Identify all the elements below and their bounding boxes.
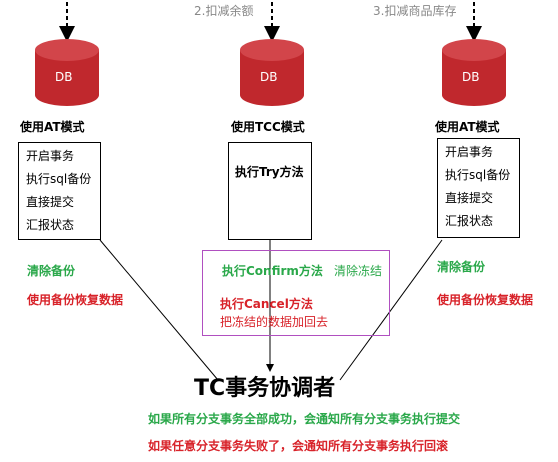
db-label-left: DB bbox=[55, 70, 73, 84]
step-label-3: 3.扣减商品库存 bbox=[373, 4, 457, 18]
left-restore-backup: 使用备份恢复数据 bbox=[27, 293, 124, 307]
at-step-item: 直接提交 bbox=[445, 191, 494, 205]
at-step-item: 执行sql备份 bbox=[26, 172, 92, 186]
coordinator-title: TC事务协调者 bbox=[194, 376, 336, 401]
at-step-item: 直接提交 bbox=[26, 195, 75, 209]
at-step-item: 执行sql备份 bbox=[445, 168, 511, 182]
mode-label-middle: 使用TCC模式 bbox=[231, 120, 305, 134]
tcc-confirm-label: 执行Confirm方法 bbox=[222, 264, 323, 278]
db-cylinder-right bbox=[442, 39, 506, 106]
tcc-restore-frozen-label: 把冻结的数据加回去 bbox=[220, 315, 329, 329]
tcc-freeze-clear-label: 清除冻结 bbox=[334, 264, 383, 278]
db-label-right: DB bbox=[462, 70, 480, 84]
at-step-item: 开启事务 bbox=[26, 149, 75, 163]
at-steps-box-left: 开启事务 执行sql备份 直接提交 汇报状态 bbox=[18, 142, 101, 240]
step-label-2: 2.扣减余额 bbox=[194, 4, 254, 18]
coordinator-success-note: 如果所有分支事务全部成功，会通知所有分支事务执行提交 bbox=[148, 412, 461, 426]
left-clear-backup: 清除备份 bbox=[27, 264, 76, 278]
tcc-try-title: 执行Try方法 bbox=[235, 165, 304, 179]
right-clear-backup: 清除备份 bbox=[437, 260, 486, 274]
at-steps-box-right: 开启事务 执行sql备份 直接提交 汇报状态 bbox=[437, 138, 520, 238]
at-step-item: 开启事务 bbox=[445, 145, 494, 159]
mode-label-right: 使用AT模式 bbox=[435, 120, 500, 134]
at-step-item: 汇报状态 bbox=[445, 214, 494, 228]
db-cylinder-middle bbox=[240, 39, 304, 106]
coordinator-failure-note: 如果任意分支事务失败了，会通知所有分支事务执行回滚 bbox=[148, 439, 449, 453]
tcc-confirm-cancel-box bbox=[202, 250, 390, 336]
tcc-try-box: 执行Try方法 bbox=[228, 142, 312, 240]
right-restore-backup: 使用备份恢复数据 bbox=[437, 293, 534, 307]
at-step-item: 汇报状态 bbox=[26, 218, 75, 232]
connector-left bbox=[99, 239, 219, 381]
db-cylinder-left bbox=[35, 39, 99, 106]
db-label-middle: DB bbox=[260, 70, 278, 84]
tcc-cancel-label: 执行Cancel方法 bbox=[220, 297, 313, 311]
connector-right bbox=[339, 239, 443, 381]
mode-label-left: 使用AT模式 bbox=[20, 120, 85, 134]
